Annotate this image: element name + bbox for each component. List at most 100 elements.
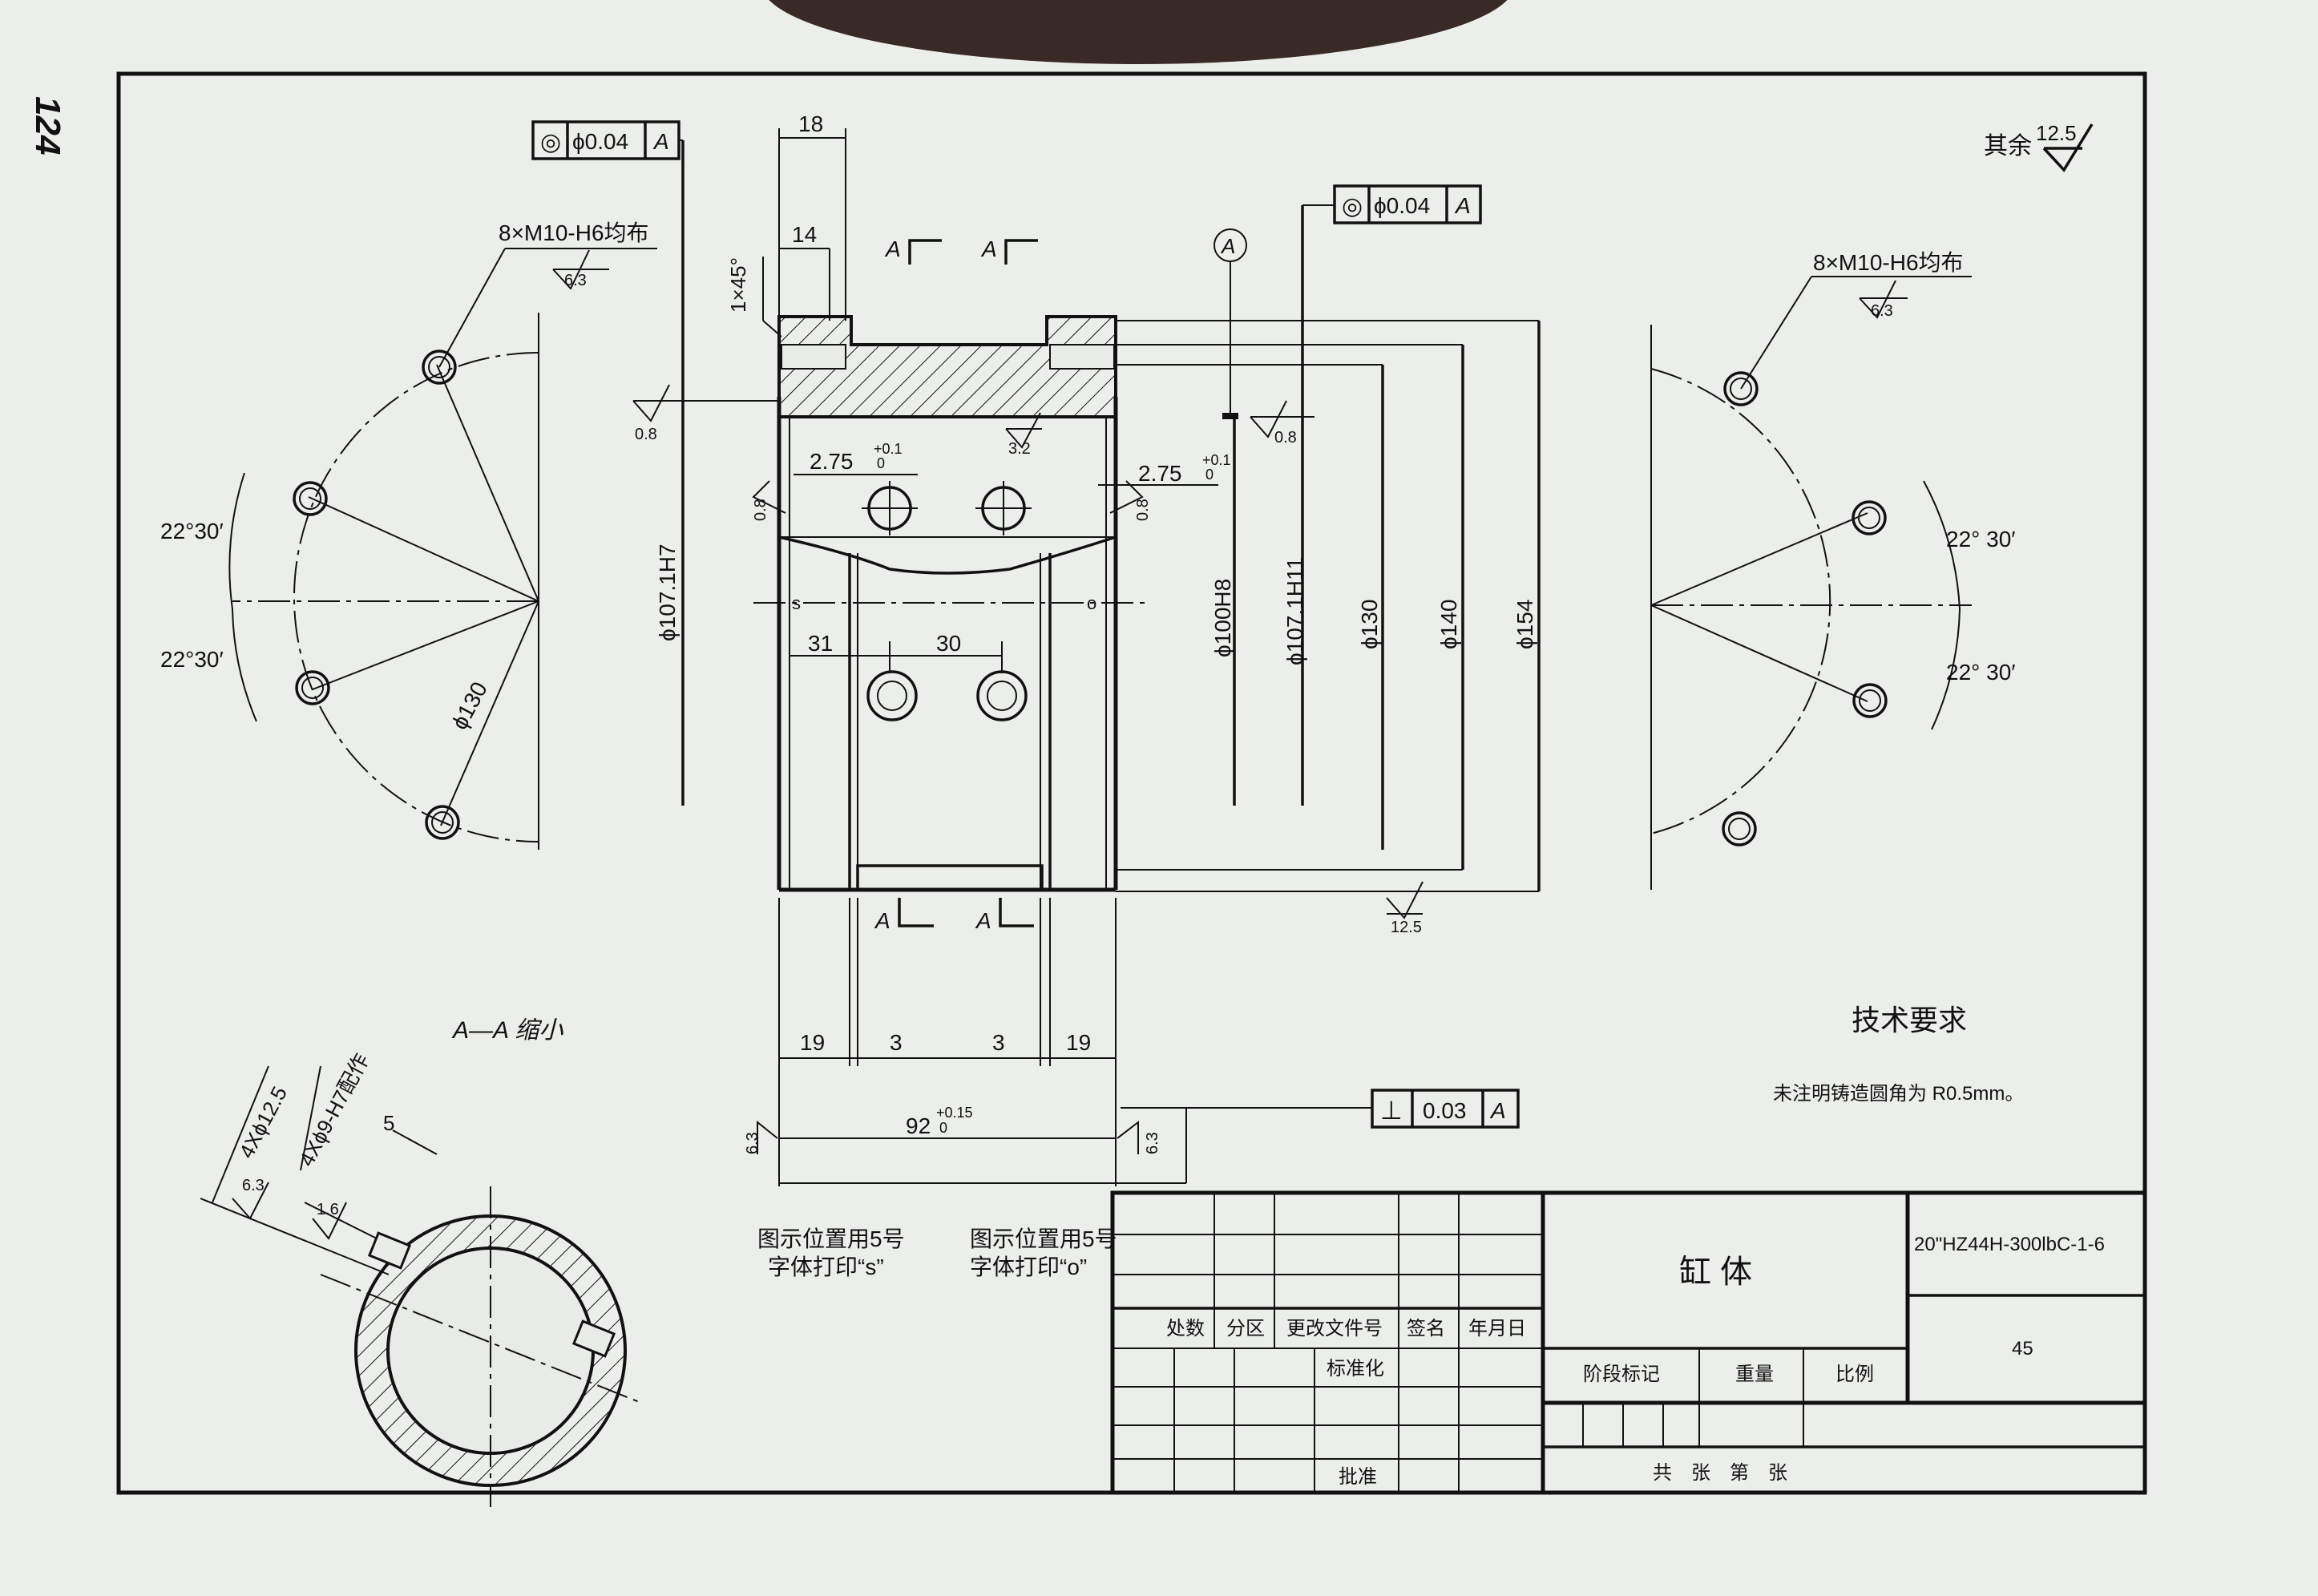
roughness-32: 3.2	[1005, 412, 1042, 458]
roughness-125: 12.5	[1386, 881, 1424, 936]
svg-text:0.03: 0.03	[1423, 1098, 1467, 1123]
svg-text:ϕ0.04: ϕ0.04	[1374, 193, 1430, 218]
left-angle-top: 22°30′	[160, 519, 224, 543]
svg-text:3: 3	[992, 1030, 1005, 1055]
port-hole	[866, 670, 918, 721]
bolt-hole	[295, 670, 330, 705]
part-name: 缸 体	[1679, 1255, 1752, 1290]
left-thread-roughness: 6.3	[564, 272, 587, 289]
section-view-title: A—A 缩小	[451, 1017, 563, 1044]
svg-text:A: A	[1454, 193, 1471, 218]
svg-text:A: A	[980, 236, 997, 261]
left-bolt-circle-view: 8×M10-H6均布 6.3 22°30′ 22°30′ ϕ130	[160, 220, 657, 850]
material: 45	[2012, 1338, 2033, 1360]
col-qianming: 签名	[1407, 1318, 1445, 1339]
col-nianyueri: 年月日	[1468, 1318, 1526, 1339]
length-dimensions: 19 3 3 19 92 +0.15 0	[778, 898, 1187, 1186]
svg-text:3.2: 3.2	[1008, 440, 1031, 458]
bili-label: 比例	[1835, 1364, 1874, 1385]
svg-text:ϕ0.04: ϕ0.04	[572, 129, 628, 154]
bolt-hole	[1852, 683, 1888, 718]
svg-text:A: A	[975, 908, 991, 933]
zhongliang-label: 重量	[1735, 1364, 1774, 1385]
print-o-note-1: 图示位置用5号	[970, 1226, 1117, 1251]
svg-text:30: 30	[936, 631, 961, 656]
svg-text:A: A	[1489, 1098, 1506, 1123]
port-spacing-dims: 31 30	[789, 631, 1003, 673]
section-roughness-16: 1.6	[317, 1201, 339, 1218]
bolt-hole	[422, 350, 457, 385]
svg-text:0.8: 0.8	[635, 426, 657, 443]
svg-text:3: 3	[890, 1030, 903, 1055]
left-thread-note: 8×M10-H6均布	[499, 220, 649, 245]
pizhun: 批准	[1339, 1466, 1377, 1488]
svg-text:1×45°: 1×45°	[726, 257, 750, 313]
position-tolerance-left: ◎ ϕ0.04 A	[531, 120, 684, 806]
svg-text:19: 19	[1066, 1030, 1091, 1055]
right-bolt-circle-view: 8×M10-H6均布 6.3 22° 30′ 22° 30′	[1650, 250, 2016, 890]
svg-text:ϕ130: ϕ130	[1357, 600, 1382, 649]
right-angle-bottom: 22° 30′	[1946, 660, 2016, 685]
groove-dims: 2.75 +0.1 0 2.75 +0.1 0	[794, 441, 1231, 486]
roughness-08-side-left: 0.8	[752, 480, 786, 521]
svg-text:19: 19	[800, 1030, 825, 1055]
svg-text:A: A	[1220, 234, 1235, 258]
roughness-08-right: 0.8	[1250, 400, 1314, 446]
right-thread-note: 8×M10-H6均布	[1813, 250, 1964, 275]
svg-text:0: 0	[939, 1120, 947, 1136]
bolt-hole	[293, 481, 328, 516]
svg-text:2.75: 2.75	[1138, 461, 1182, 486]
svg-text:◎: ◎	[1342, 193, 1363, 220]
svg-text:0.8: 0.8	[1134, 499, 1152, 521]
jieduan-label: 阶段标记	[1583, 1364, 1660, 1385]
port-hole	[975, 481, 1032, 535]
svg-text:12.5: 12.5	[2036, 121, 2077, 145]
bolt-hole	[425, 805, 460, 840]
section-dim-5: 5	[383, 1111, 394, 1135]
svg-text:A: A	[874, 908, 890, 933]
svg-text:6.3: 6.3	[744, 1132, 761, 1154]
bore-107-h7: ϕ107.1H7	[655, 543, 680, 641]
svg-text:12.5: 12.5	[1391, 919, 1422, 936]
svg-text:2.75: 2.75	[810, 449, 854, 474]
svg-text:ϕ100H8: ϕ100H8	[1210, 579, 1235, 657]
page-number: 124	[28, 96, 67, 155]
svg-text:+0.1: +0.1	[874, 441, 903, 457]
general-roughness: 其余 12.5	[1984, 121, 2094, 172]
datum-a-marker: A	[1214, 228, 1247, 419]
bolt-hole	[1722, 811, 1757, 846]
roughness-08-left: 0.8	[632, 384, 777, 443]
print-o-note-2: 字体打印“o”	[970, 1255, 1087, 1279]
diameter-dims: ϕ100H8 ϕ107.1H11 ϕ130 ϕ140 ϕ154	[1114, 320, 1541, 892]
finger-shadow	[769, 0, 1508, 64]
svg-text:◎: ◎	[540, 129, 561, 156]
svg-text:18: 18	[798, 111, 823, 136]
svg-text:ϕ107.1H11: ϕ107.1H11	[1282, 557, 1307, 665]
port-hole	[862, 481, 918, 535]
svg-text:0.8: 0.8	[1274, 429, 1297, 446]
gongzhang-label: 共 张 第 张	[1653, 1462, 1787, 1484]
section-marks-top: A A A A	[874, 236, 1038, 933]
roughness-63-left: 6.3	[744, 1120, 778, 1154]
svg-text:⊥: ⊥	[1380, 1096, 1403, 1125]
svg-text:ϕ140: ϕ140	[1436, 600, 1461, 649]
svg-text:A: A	[884, 236, 901, 261]
print-s-note-2: 字体打印“s”	[768, 1255, 884, 1279]
top-dimensions: 18 14 1×45°	[726, 111, 846, 337]
cylinder-section-view: s o	[753, 315, 1146, 892]
roughness-08-side-right: 0.8	[1109, 480, 1152, 521]
bolt-hole	[1723, 371, 1759, 406]
svg-text:0: 0	[877, 455, 885, 471]
right-thread-roughness: 6.3	[1871, 302, 1893, 320]
tech-requirements-title: 技术要求	[1852, 1004, 1967, 1036]
tech-requirements-text: 未注明铸造圆角为 R0.5mm。	[1773, 1083, 2024, 1105]
svg-text:6.3: 6.3	[1144, 1132, 1161, 1154]
svg-text:14: 14	[792, 222, 817, 247]
svg-text:ϕ154: ϕ154	[1512, 600, 1537, 649]
svg-text:92: 92	[906, 1113, 931, 1138]
svg-text:31: 31	[808, 631, 833, 656]
section-roughness-63: 6.3	[242, 1177, 265, 1194]
